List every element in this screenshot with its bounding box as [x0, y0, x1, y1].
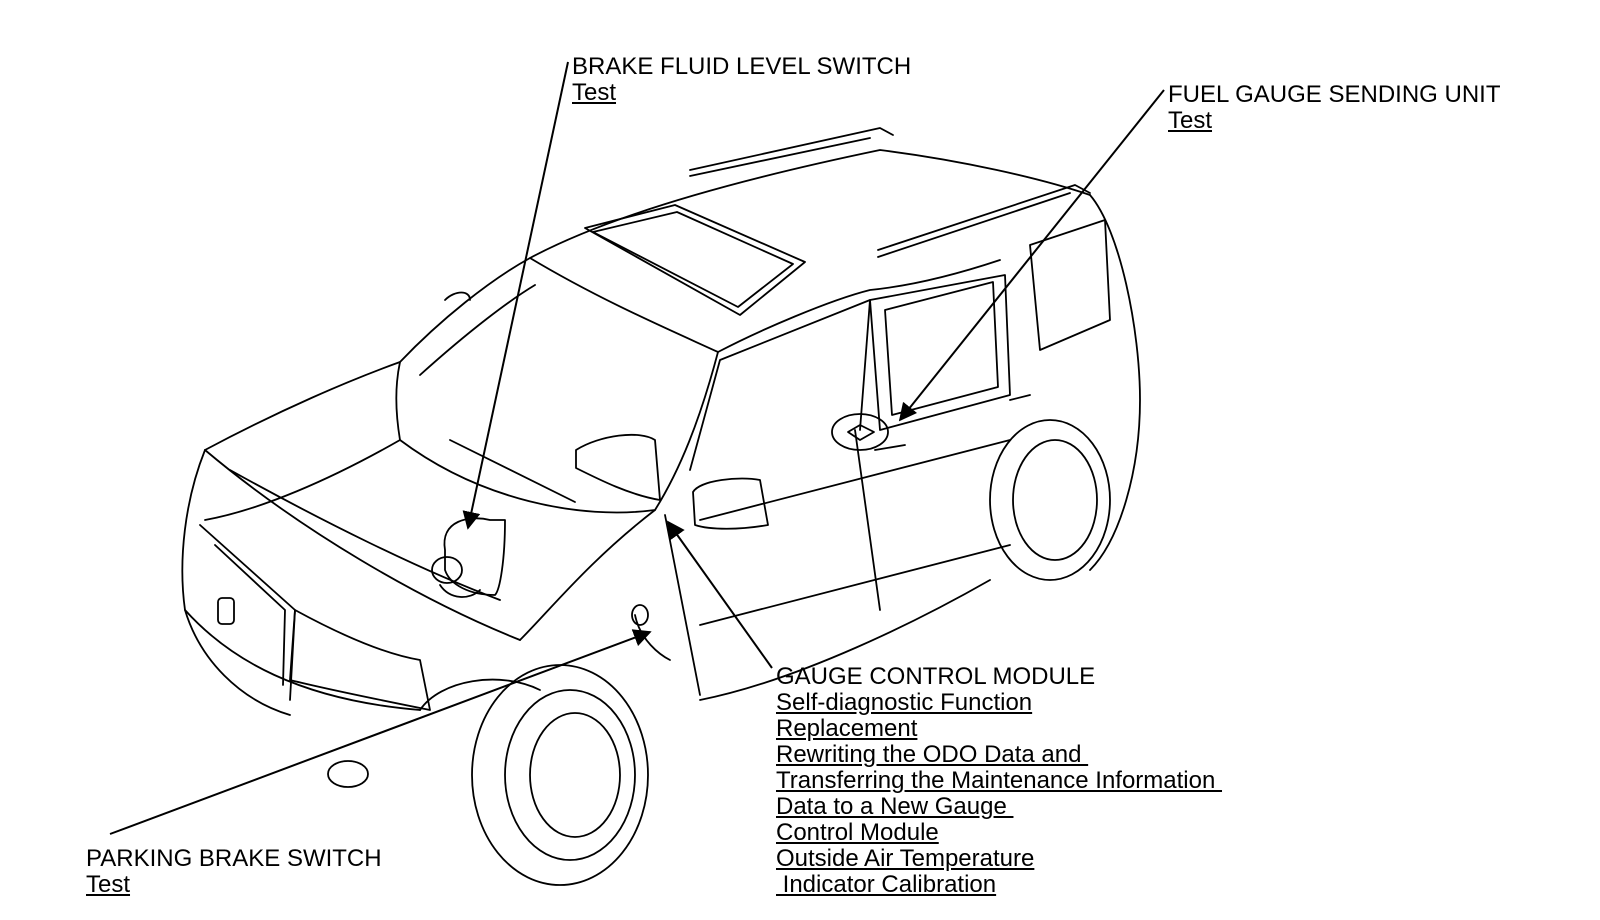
brake-fluid-level-switch-title: BRAKE FLUID LEVEL SWITCH: [572, 53, 912, 80]
fuel-gauge-sending-unit-title: FUEL GAUGE SENDING UNIT: [1168, 81, 1501, 108]
rewriting-odo-data-link-line-4[interactable]: Control Module: [776, 819, 939, 846]
gauge-control-module-callout: GAUGE CONTROL MODULE Self-diagnostic Fun…: [776, 664, 1222, 898]
self-diagnostic-function-link[interactable]: Self-diagnostic Function: [776, 689, 1033, 716]
rewriting-odo-data-link-line-1[interactable]: Rewriting the ODO Data and: [776, 741, 1089, 768]
brake-fluid-level-switch-test-link[interactable]: Test: [572, 79, 617, 106]
fuel-gauge-sending-unit-test-link[interactable]: Test: [1168, 107, 1213, 134]
rewriting-odo-data-link-line-3[interactable]: Data to a New Gauge: [776, 793, 1014, 820]
outside-air-temperature-calibration-link-line-2[interactable]: Indicator Calibration: [776, 871, 997, 898]
brake-fluid-level-switch-callout: BRAKE FLUID LEVEL SWITCH Test: [572, 54, 911, 106]
gauge-control-module-title: GAUGE CONTROL MODULE: [776, 663, 1096, 690]
parking-brake-switch-title: PARKING BRAKE SWITCH: [86, 845, 382, 872]
replacement-link[interactable]: Replacement: [776, 715, 918, 742]
outside-air-temperature-calibration-link-line-1[interactable]: Outside Air Temperature: [776, 845, 1035, 872]
fuel-gauge-sending-unit-callout: FUEL GAUGE SENDING UNIT Test: [1168, 82, 1500, 134]
parking-brake-switch-callout: PARKING BRAKE SWITCH Test: [86, 846, 382, 898]
parking-brake-switch-test-link[interactable]: Test: [86, 871, 131, 898]
rewriting-odo-data-link-line-2[interactable]: Transferring the Maintenance Information: [776, 767, 1223, 794]
